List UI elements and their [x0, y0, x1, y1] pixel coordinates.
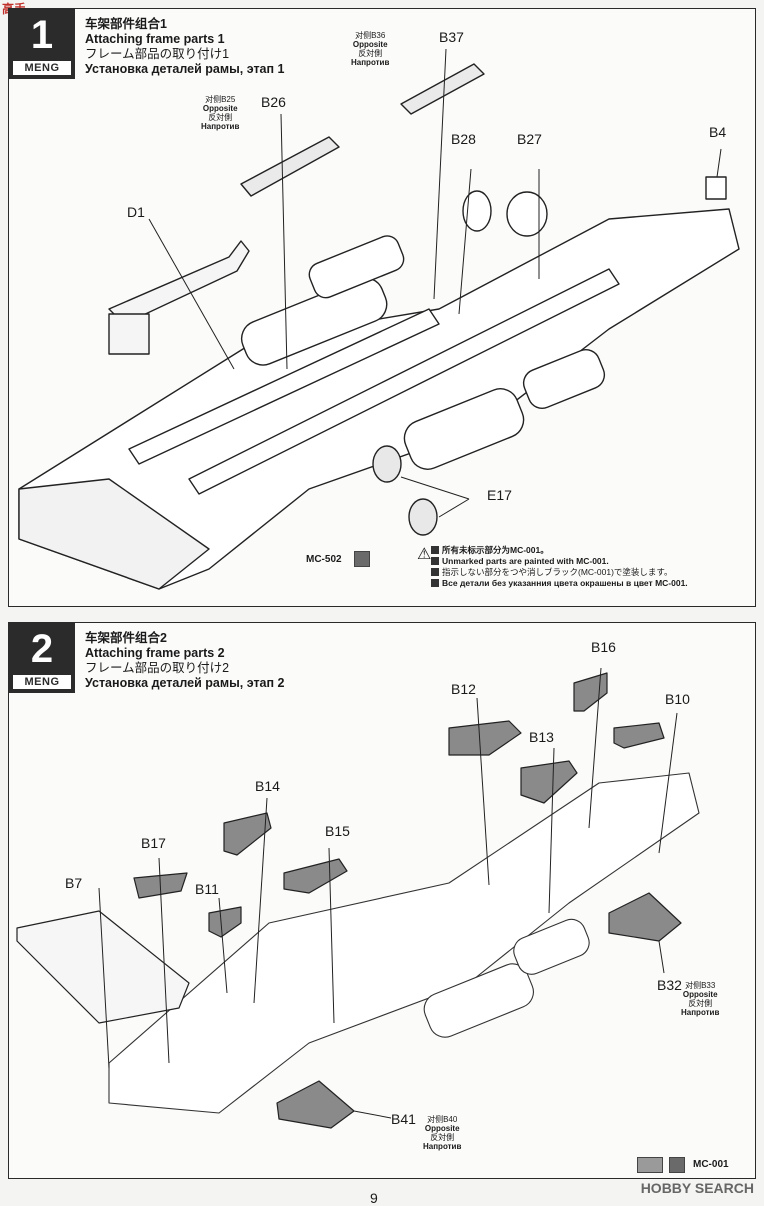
label-b13: B13: [529, 729, 554, 745]
label-b37: B37: [439, 29, 464, 45]
air-tank-rear: [522, 348, 606, 410]
label-d1: D1: [127, 204, 145, 220]
grey-swatch: [637, 1157, 663, 1173]
rail-left: [128, 308, 440, 465]
ja-bullet-icon: [431, 568, 439, 576]
step-badge: 1 MENG: [9, 9, 75, 79]
fuel-tank: [403, 388, 525, 470]
label-e17: E17: [487, 487, 512, 503]
part-e17-top: [372, 445, 402, 483]
part-b37: [400, 63, 485, 115]
part-b13: [520, 760, 578, 804]
label-b17: B17: [141, 835, 166, 851]
label-b16: B16: [591, 639, 616, 655]
part-d1: [108, 240, 250, 325]
opposite-note-b41: 对侧B40 Opposite 反対側 Напротив: [423, 1115, 462, 1151]
brand-logo: MENG: [13, 61, 71, 75]
title-en: Attaching frame parts 2: [85, 646, 225, 660]
paint-swatch: [669, 1157, 685, 1173]
title-ja: フレーム部品の取り付け2: [85, 661, 230, 675]
opposite-note-b26: 对侧B25 Opposite 反対側 Напротив: [201, 95, 240, 131]
title-zh: 车架部件组合2: [85, 631, 167, 645]
frame-assembly-1-illustration: [18, 48, 740, 590]
label-b11: B11: [195, 881, 219, 897]
part-b11: [208, 906, 242, 938]
brand-logo: MENG: [13, 675, 71, 689]
chassis-frame: [108, 772, 700, 1114]
label-b7: B7: [65, 875, 83, 891]
step-number: 1: [30, 13, 54, 57]
front-bumper: [18, 478, 210, 590]
label-b12: B12: [451, 681, 476, 697]
part-b28: [462, 190, 492, 232]
step-titles: 车架部件组合1 Attaching frame parts 1 フレーム部品の取…: [85, 17, 285, 77]
fuel-tank: [423, 963, 534, 1038]
label-b15: B15: [325, 823, 350, 839]
en-bullet-icon: [431, 557, 439, 565]
title-ru: Установка деталей рамы, этап 1: [85, 62, 285, 76]
opposite-note-b32: 对侧B33 Opposite 反対側 Напротив: [681, 981, 720, 1017]
part-b10: [613, 722, 665, 749]
label-b14: B14: [255, 778, 280, 794]
label-b4: B4: [709, 124, 727, 140]
title-ru: Установка деталей рамы, этап 2: [85, 676, 285, 690]
frame-assembly-2-illustration: [16, 667, 700, 1129]
part-b4: [705, 176, 727, 200]
step-badge: 2 MENG: [9, 623, 75, 693]
step-1-panel: 1 MENG 车架部件组合1 Attaching frame parts 1 フ…: [8, 8, 756, 607]
part-b26: [240, 136, 340, 197]
label-b26: B26: [261, 94, 286, 110]
watermark: HOBBY SEARCH: [640, 1180, 754, 1196]
label-b10: B10: [665, 691, 690, 707]
paint-swatch: [354, 551, 370, 567]
label-b28: B28: [451, 131, 476, 147]
part-e17-bottom: [408, 498, 438, 536]
part-b27: [506, 191, 548, 237]
battery-box: [308, 235, 405, 299]
step-number: 2: [30, 627, 54, 671]
part-b16: [573, 672, 608, 712]
step-2-panel: 2 MENG 车架部件组合2 Attaching frame parts 2 フ…: [8, 622, 756, 1179]
air-tank: [513, 918, 590, 975]
air-tank-front: [240, 277, 388, 366]
label-b27: B27: [517, 131, 542, 147]
step-titles: 车架部件组合2 Attaching frame parts 2 フレーム部品の取…: [85, 631, 285, 691]
part-d1-bracket: [108, 313, 150, 355]
label-b41: B41: [391, 1111, 416, 1127]
paint-code-label: MC-502: [306, 554, 342, 565]
part-b12: [448, 720, 522, 756]
painting-note: ⚠ 所有未标示部分为MC-001。 Unmarked parts are pai…: [417, 545, 688, 588]
opposite-note-b37: 对侧B36 Opposite 反対側 Напротив: [351, 31, 390, 67]
page-number: 9: [370, 1190, 378, 1206]
title-ja: フレーム部品の取り付け1: [85, 47, 230, 61]
zh-bullet-icon: [431, 546, 439, 554]
ru-bullet-icon: [431, 579, 439, 587]
rail-right: [188, 268, 620, 495]
part-b15: [283, 858, 348, 894]
warning-icon: ⚠: [417, 546, 432, 563]
part-b14: [223, 812, 272, 856]
part-b41: [276, 1080, 355, 1129]
paint-code-label: MC-001: [693, 1159, 729, 1170]
label-b32: B32: [657, 977, 682, 993]
title-zh: 车架部件组合1: [85, 17, 167, 31]
title-en: Attaching frame parts 1: [85, 32, 225, 46]
part-b32: [608, 892, 682, 942]
